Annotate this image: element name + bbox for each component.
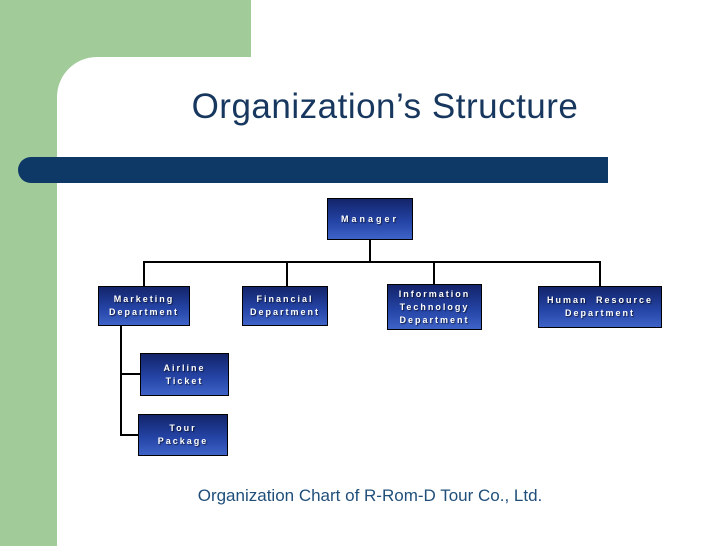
node-label-line: Department bbox=[108, 307, 179, 317]
connector-manager-stem bbox=[369, 240, 371, 262]
node-label-line: Airline bbox=[163, 362, 206, 373]
connector-drop-hr bbox=[599, 261, 601, 286]
connector-marketing-subtree bbox=[120, 326, 122, 436]
connector-drop-financial bbox=[286, 261, 288, 286]
node-label-line: Manager bbox=[340, 213, 399, 224]
connector-stub-tour bbox=[120, 434, 138, 436]
org-node-information-technology-department: Information Technology Department bbox=[387, 284, 482, 330]
org-node-airline-ticket: Airline Ticket bbox=[140, 353, 229, 396]
connector-drop-it bbox=[433, 261, 435, 284]
node-label-line: Tour bbox=[169, 423, 197, 433]
node-label-line: Department bbox=[399, 314, 470, 325]
slide-caption: Organization Chart of R-Rom-D Tour Co., … bbox=[197, 486, 543, 505]
org-node-tour-package: Tour Package bbox=[138, 414, 228, 456]
node-label-line: Marketing bbox=[113, 294, 175, 304]
node-label-line: Package bbox=[157, 436, 209, 446]
org-node-human-resource-department: Human Resource Department bbox=[538, 286, 662, 328]
connector-stub-airline bbox=[120, 373, 140, 375]
node-label-line: Financial bbox=[256, 294, 314, 304]
accent-bar bbox=[18, 157, 608, 183]
node-label-line: Ticket bbox=[165, 375, 204, 386]
node-label-line: Department bbox=[564, 308, 635, 318]
org-node-financial-department: Financial Department bbox=[242, 286, 328, 326]
node-label-line: Technology bbox=[399, 301, 470, 312]
node-label-line: Human Resource bbox=[546, 295, 654, 305]
org-node-manager: Manager bbox=[327, 198, 413, 240]
node-label-line: Information bbox=[398, 288, 471, 299]
org-node-marketing-department: Marketing Department bbox=[98, 286, 190, 326]
connector-main-horizontal bbox=[143, 261, 601, 263]
connector-drop-marketing bbox=[143, 261, 145, 286]
node-label-line: Department bbox=[249, 307, 320, 317]
slide-title: Organization’s Structure bbox=[191, 87, 579, 126]
